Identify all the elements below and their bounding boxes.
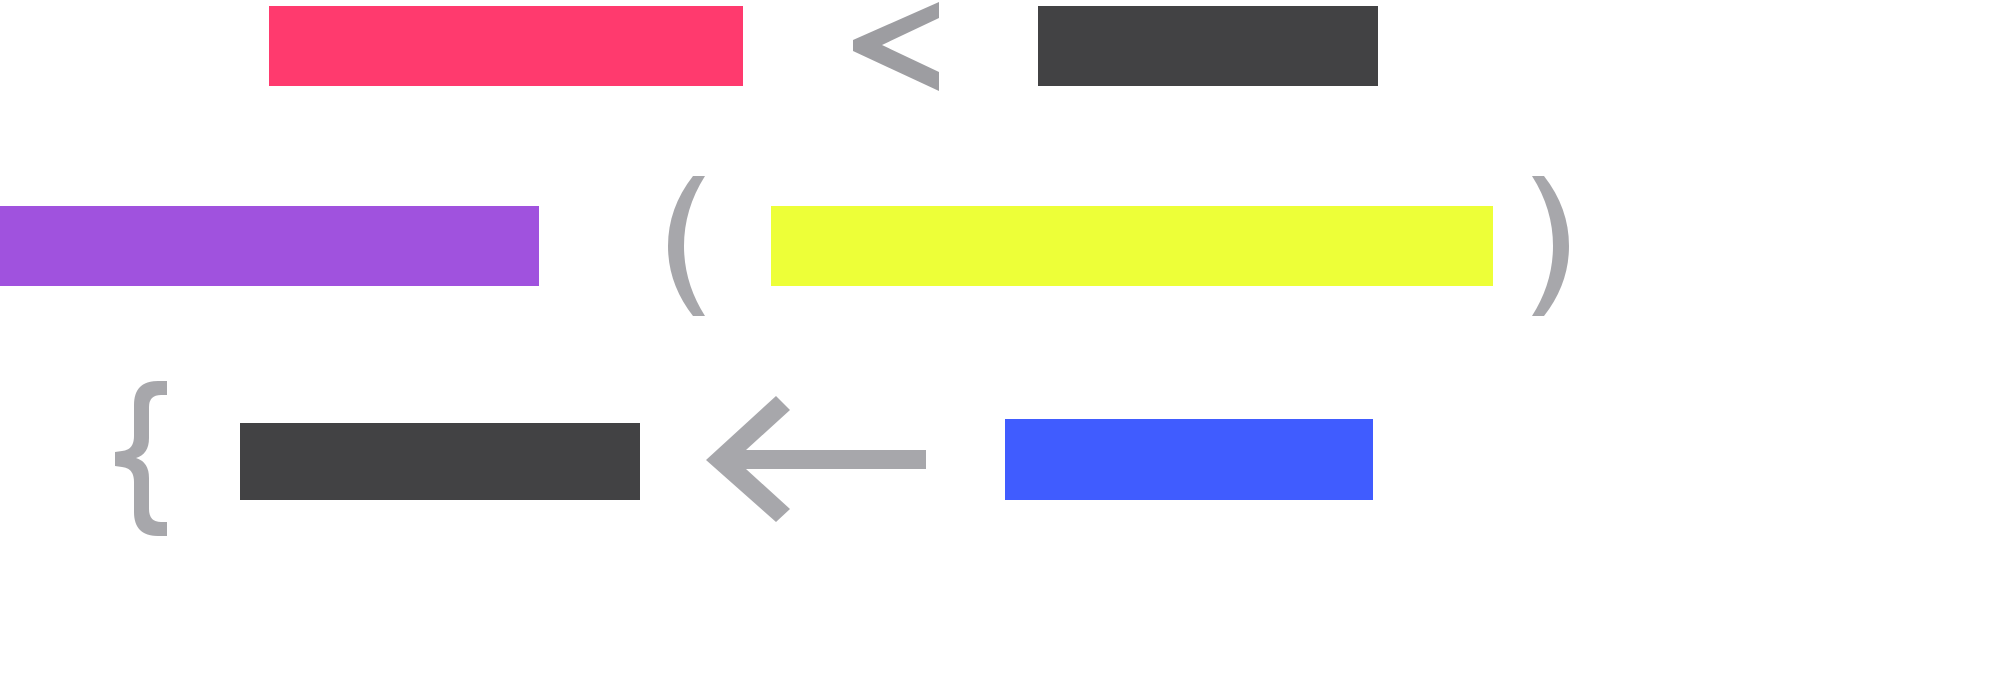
red-bar — [269, 6, 743, 86]
right-parenthesis-icon — [1532, 176, 1569, 316]
left-arrow-icon — [706, 396, 926, 522]
left-brace-icon — [115, 381, 167, 536]
yellow-bar — [771, 206, 1493, 286]
left-parenthesis-icon — [668, 176, 705, 316]
dark-bar-bottom — [240, 423, 640, 500]
purple-bar — [0, 206, 539, 286]
blue-bar — [1005, 419, 1373, 500]
dark-bar-top — [1038, 6, 1378, 86]
less-than-icon — [853, 2, 939, 91]
